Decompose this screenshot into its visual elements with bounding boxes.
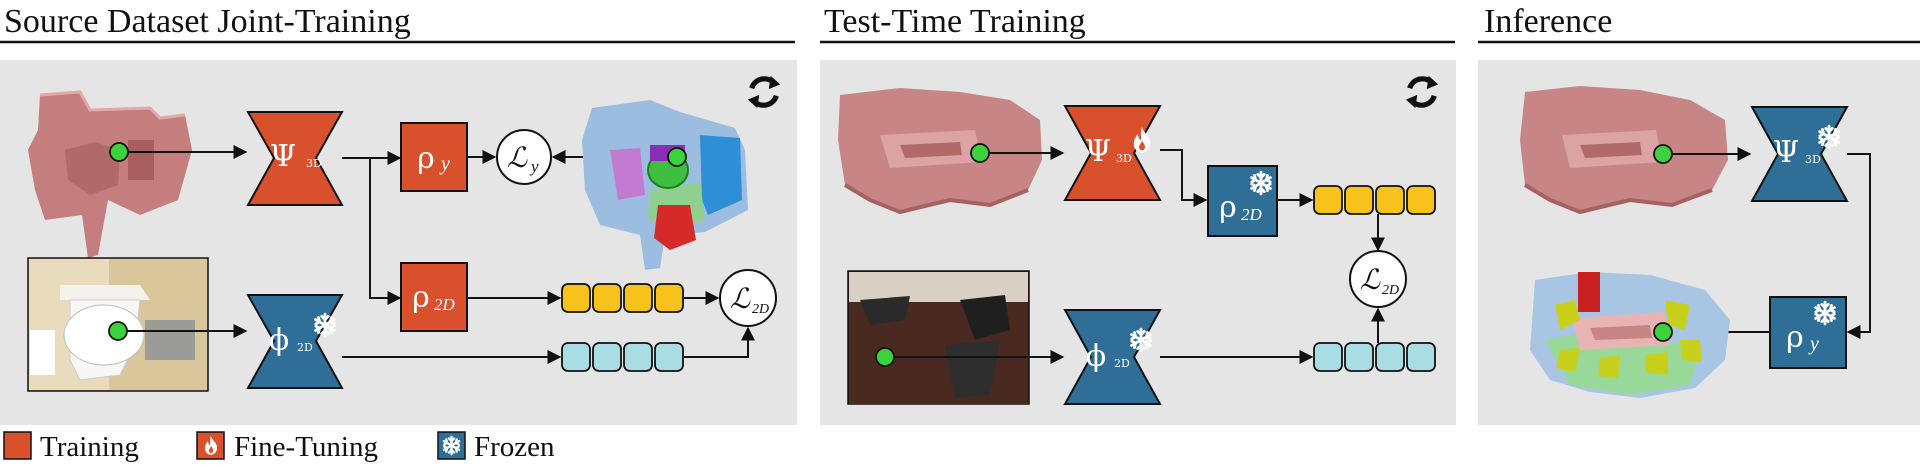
title-inference: Inference bbox=[1484, 3, 1612, 40]
svg-text:y: y bbox=[1808, 333, 1819, 355]
ttt-phi-2d-encoder-frozen: ϕ 2D bbox=[1063, 309, 1162, 405]
arrow-psi-to-rho-2d bbox=[369, 158, 402, 305]
inference-3d-mesh bbox=[1520, 86, 1728, 215]
predicted-2d-features bbox=[561, 283, 684, 313]
arrow-psi-to-rho-2d-frozen bbox=[1160, 149, 1208, 207]
legend: Training Fine-Tuning Frozen bbox=[3, 431, 555, 463]
labeled-query-point bbox=[667, 147, 687, 167]
legend-finetuning-swatch bbox=[196, 431, 225, 460]
svg-text:Ψ: Ψ bbox=[1773, 135, 1799, 170]
svg-text:ϕ: ϕ bbox=[1086, 339, 1106, 374]
source-labeled-mesh bbox=[582, 100, 748, 270]
svg-text:2D: 2D bbox=[752, 302, 769, 317]
rho-y-head-training: ρ y bbox=[400, 122, 468, 192]
title-test-time-training: Test-Time Training bbox=[824, 3, 1086, 40]
inference-rho-y-head-frozen: ρ y bbox=[1769, 296, 1847, 369]
svg-text:y: y bbox=[439, 153, 450, 175]
svg-text:ρ: ρ bbox=[1786, 320, 1804, 355]
arrow-psi-to-rho-y bbox=[1846, 153, 1871, 339]
legend-finetuning-label: Fine-Tuning bbox=[234, 431, 378, 463]
svg-text:2D: 2D bbox=[1382, 283, 1399, 298]
loss-y-node: ℒ y bbox=[496, 129, 552, 185]
svg-text:3D: 3D bbox=[306, 157, 322, 170]
svg-text:2D: 2D bbox=[1114, 357, 1130, 370]
ttt-loss-2d-node: ℒ 2D bbox=[1349, 250, 1407, 308]
svg-text:ϕ: ϕ bbox=[269, 323, 289, 358]
legend-training-label: Training bbox=[40, 431, 139, 463]
svg-text:ρ: ρ bbox=[417, 141, 435, 176]
ttt-query-point bbox=[970, 143, 990, 163]
source-image bbox=[27, 257, 209, 392]
inference-query-point bbox=[1653, 144, 1673, 164]
svg-text:3D: 3D bbox=[1116, 152, 1132, 165]
svg-text:y: y bbox=[529, 157, 539, 176]
psi-3d-encoder-training: Ψ 3D bbox=[246, 111, 344, 206]
svg-text:Ψ: Ψ bbox=[270, 139, 296, 174]
svg-text:2D: 2D bbox=[297, 341, 313, 354]
rho-2d-head-training: ρ 2D bbox=[400, 262, 468, 332]
title-source-training: Source Dataset Joint-Training bbox=[4, 3, 411, 40]
svg-text:ℒ: ℒ bbox=[507, 141, 528, 174]
legend-training-swatch bbox=[3, 431, 32, 460]
svg-text:3D: 3D bbox=[1805, 153, 1821, 166]
phi-2d-encoder-frozen: ϕ 2D bbox=[246, 294, 344, 389]
rho-2d-head-frozen: ρ 2D bbox=[1207, 165, 1278, 237]
svg-text:ρ: ρ bbox=[412, 280, 430, 315]
legend-frozen-label: Frozen bbox=[474, 431, 555, 463]
svg-text:ρ: ρ bbox=[1219, 190, 1237, 225]
source-3d-mesh bbox=[28, 90, 192, 258]
psi-3d-encoder-finetuning: Ψ 3D bbox=[1063, 105, 1162, 201]
ttt-3d-mesh bbox=[838, 88, 1042, 215]
ttt-image bbox=[847, 270, 1030, 405]
ttt-image-features bbox=[1313, 342, 1436, 372]
arrow-features-up-to-loss bbox=[684, 326, 755, 358]
loss-2d-node: ℒ 2D bbox=[719, 269, 777, 327]
image-query-point bbox=[108, 321, 128, 341]
svg-text:Ψ: Ψ bbox=[1085, 134, 1111, 169]
inference-segmented-mesh bbox=[1530, 272, 1730, 398]
inference-output-point bbox=[1653, 322, 1673, 342]
ttt-predicted-features bbox=[1313, 185, 1436, 215]
svg-text:ℒ: ℒ bbox=[1360, 263, 1381, 296]
svg-text:2D: 2D bbox=[1241, 205, 1263, 224]
source-query-point bbox=[109, 142, 129, 162]
svg-text:2D: 2D bbox=[434, 295, 456, 314]
inference-psi-3d-encoder-frozen: Ψ 3D bbox=[1750, 106, 1849, 202]
svg-text:ℒ: ℒ bbox=[730, 282, 751, 315]
ttt-image-query-point bbox=[875, 347, 895, 367]
image-2d-features bbox=[561, 342, 684, 372]
